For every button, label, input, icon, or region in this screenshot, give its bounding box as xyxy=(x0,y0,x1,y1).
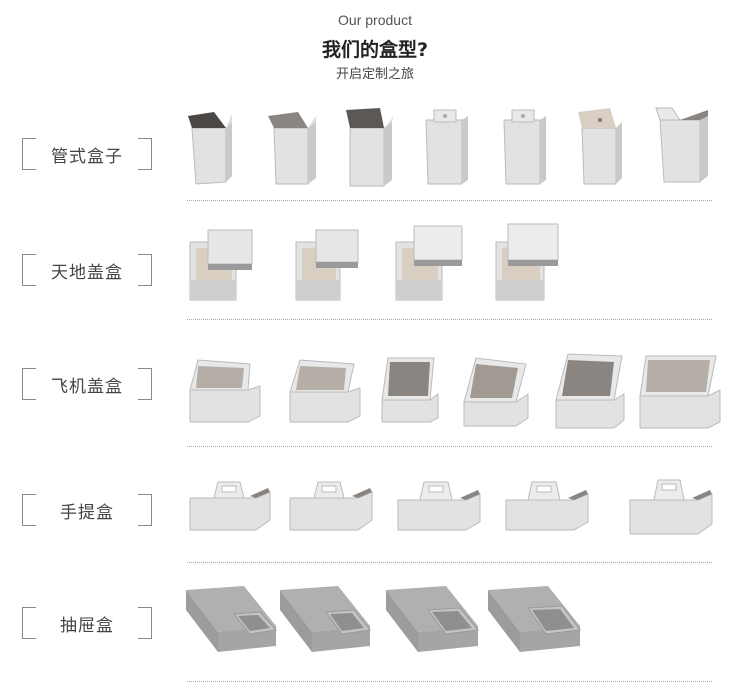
mailer-box-2[interactable] xyxy=(288,356,362,424)
category-label-text: 飞机盖盒 xyxy=(51,377,123,397)
lid-box-4[interactable] xyxy=(494,222,562,302)
divider xyxy=(187,681,712,682)
divider xyxy=(187,200,712,201)
handle-box-4[interactable] xyxy=(504,478,590,532)
drawer-box-1[interactable] xyxy=(184,584,278,656)
drawer-box-3[interactable] xyxy=(384,584,480,656)
drawer-box-2[interactable] xyxy=(278,584,372,656)
divider xyxy=(187,446,712,447)
tube-box-1[interactable] xyxy=(186,108,234,186)
mailer-box-5[interactable] xyxy=(554,350,628,430)
tube-box-2[interactable] xyxy=(266,108,318,188)
category-label-drawer[interactable]: 抽屉盒 xyxy=(22,607,152,639)
mailer-box-6[interactable] xyxy=(638,352,722,430)
lid-box-1[interactable] xyxy=(186,226,256,302)
divider xyxy=(187,319,712,320)
category-label-tube[interactable]: 管式盒子 xyxy=(22,138,152,170)
category-label-mailer[interactable]: 飞机盖盒 xyxy=(22,368,152,400)
lid-box-2[interactable] xyxy=(294,228,360,302)
category-label-text: 管式盒子 xyxy=(51,147,123,167)
category-label-lid[interactable]: 天地盖盒 xyxy=(22,254,152,286)
mailer-box-3[interactable] xyxy=(380,354,442,424)
category-label-handle[interactable]: 手提盒 xyxy=(22,494,152,526)
category-label-text: 手提盒 xyxy=(60,503,114,523)
handle-box-2[interactable] xyxy=(288,478,374,532)
tube-box-6[interactable] xyxy=(576,106,626,186)
handle-box-3[interactable] xyxy=(396,478,482,532)
tube-box-4[interactable] xyxy=(422,108,470,186)
tube-box-5[interactable] xyxy=(500,108,548,186)
category-label-text: 天地盖盒 xyxy=(51,263,123,283)
tube-box-3[interactable] xyxy=(344,106,396,188)
mailer-box-4[interactable] xyxy=(462,354,532,428)
lid-box-3[interactable] xyxy=(394,224,464,302)
subtitle: 开启定制之旅 xyxy=(335,67,414,82)
tube-box-7[interactable] xyxy=(652,106,712,186)
title-en: Our product xyxy=(338,12,412,28)
drawer-box-4[interactable] xyxy=(486,584,582,656)
category-label-text: 抽屉盒 xyxy=(60,616,114,636)
divider xyxy=(187,562,712,563)
handle-box-5[interactable] xyxy=(628,476,714,536)
title-zh: 我们的盒型? xyxy=(321,39,429,61)
handle-box-1[interactable] xyxy=(188,478,272,532)
mailer-box-1[interactable] xyxy=(188,356,262,424)
